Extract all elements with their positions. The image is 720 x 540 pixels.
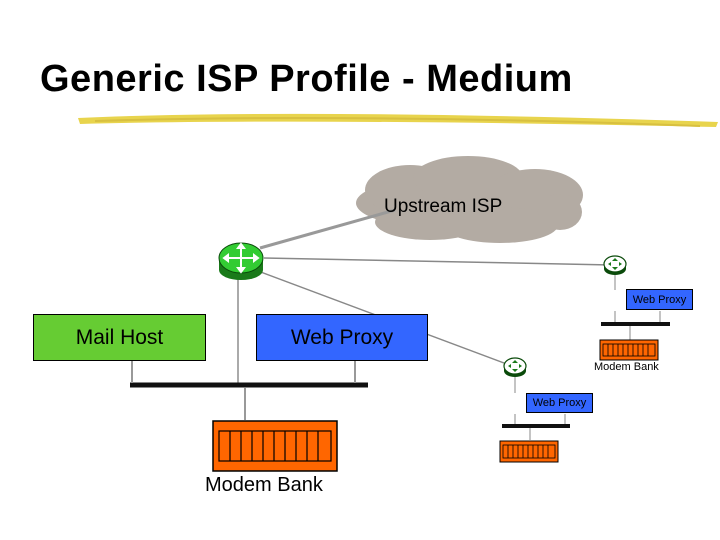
- modem-bank-icon: [599, 339, 659, 361]
- network-links: [237, 208, 616, 393]
- web-proxy-box: Web Proxy: [256, 314, 428, 361]
- router-icon: [503, 357, 527, 377]
- upstream-isp-label: Upstream ISP: [384, 196, 503, 217]
- router-icon: [603, 255, 627, 275]
- link-router-remote-1: [263, 257, 613, 266]
- modem-bank-label-remote-1: Modem Bank: [594, 361, 659, 373]
- remote-lan-1: [601, 311, 670, 340]
- modem-bank-icon: [499, 440, 559, 463]
- modem-bank-icon: [212, 420, 338, 472]
- router-icon: [218, 242, 264, 280]
- modem-bank-label: Modem Bank: [205, 474, 323, 496]
- title-underline: [78, 113, 718, 127]
- web-proxy-box-remote-2: Web Proxy: [526, 393, 593, 413]
- page-title: Generic ISP Profile - Medium: [40, 58, 573, 100]
- mail-host-box: Mail Host: [33, 314, 206, 361]
- web-proxy-box-remote-1: Web Proxy: [626, 289, 693, 310]
- link-router-cloud: [259, 208, 396, 250]
- main-lan: [130, 361, 368, 420]
- remote-lan-2: [502, 414, 570, 440]
- upstream-isp-cloud: [356, 156, 583, 243]
